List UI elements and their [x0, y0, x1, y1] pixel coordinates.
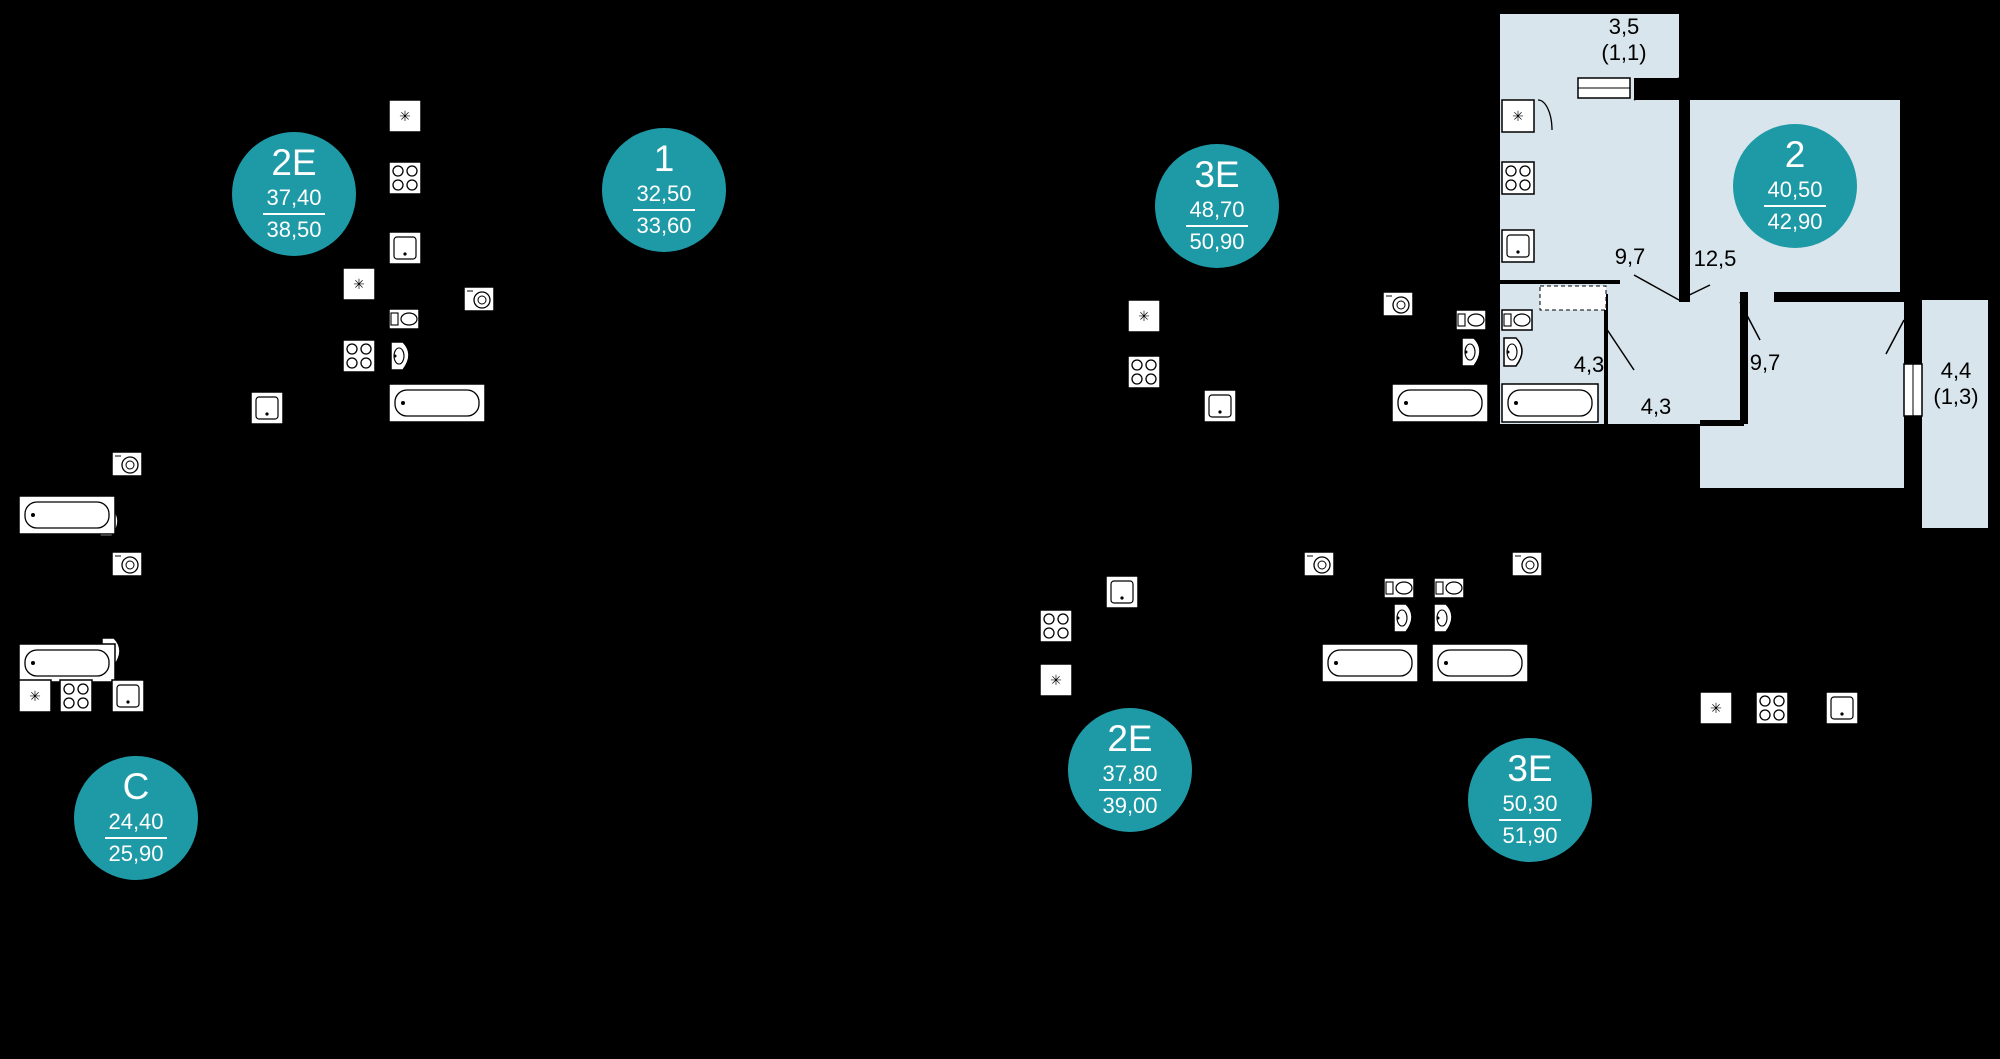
toilet-icon — [1383, 577, 1415, 599]
balcony-top-coef: (1,1) — [1601, 40, 1647, 66]
bathtub-icon — [388, 383, 486, 423]
kitchen-area-label: 9,7 — [1614, 244, 1646, 269]
stove-icon — [1501, 161, 1535, 195]
fridge-icon — [388, 99, 422, 133]
fridge-icon — [18, 679, 52, 713]
stove-icon — [59, 679, 93, 713]
living-area: 37,80 — [1102, 761, 1158, 786]
apartment-type: 2E — [1107, 718, 1153, 759]
washer-icon — [1511, 551, 1543, 577]
apartment-badge-2E-a[interactable]: 2E 37,40 38,50 — [232, 132, 356, 256]
apartment-badge-3E-a[interactable]: 3E 48,70 50,90 — [1155, 144, 1279, 268]
apartment-2-plan — [1500, 14, 1988, 528]
fridge-icon — [1501, 99, 1535, 133]
sink-icon — [1105, 575, 1139, 609]
toilet-icon — [1433, 577, 1465, 599]
area-separator — [263, 213, 325, 215]
stove-icon — [1039, 609, 1073, 643]
sink-icon — [250, 391, 284, 425]
apartment-type: C — [122, 766, 150, 807]
area-separator — [1099, 789, 1161, 791]
living-area: 50,30 — [1502, 791, 1558, 816]
total-area: 51,90 — [1502, 823, 1558, 848]
fridge-icon — [1127, 299, 1161, 333]
washbasin-icon — [1461, 337, 1481, 367]
total-area: 50,90 — [1189, 229, 1245, 254]
apartment-type: 2 — [1784, 134, 1806, 175]
total-area: 33,60 — [636, 213, 692, 238]
washer-icon — [463, 286, 495, 312]
washbasin-icon — [1503, 337, 1523, 367]
area-separator — [1764, 205, 1826, 207]
living-area: 40,50 — [1767, 177, 1823, 202]
apartment-badge-3E-b[interactable]: 3E 50,30 51,90 — [1468, 738, 1592, 862]
balcony-right-area: 4,4 — [1940, 358, 1972, 383]
corridor-area-label: 9,7 — [1749, 350, 1781, 375]
balcony-right-label: 4,4 (1,3) — [1926, 358, 1986, 411]
balcony-right — [1922, 300, 1988, 528]
apartment-badge-2E-b[interactable]: 2E 37,80 39,00 — [1068, 708, 1192, 832]
sink-icon — [1501, 229, 1535, 263]
total-area: 39,00 — [1102, 793, 1158, 818]
balcony-top — [1500, 14, 1679, 100]
area-separator — [105, 837, 167, 839]
living-area: 32,50 — [636, 181, 692, 206]
fridge-icon — [1699, 691, 1733, 725]
total-area: 42,90 — [1767, 209, 1823, 234]
toilet-icon — [1501, 309, 1533, 331]
sink-icon — [388, 231, 422, 265]
bathroom-area-label: 4,3 — [1573, 352, 1605, 377]
stove-icon — [1755, 691, 1789, 725]
stove-icon — [1127, 355, 1161, 389]
apartment-type: 2E — [271, 142, 317, 183]
area-separator — [1499, 819, 1561, 821]
sink-icon — [111, 679, 145, 713]
kitchen-area — [1500, 100, 1679, 300]
room-area-label: 12,5 — [1693, 246, 1737, 271]
toilet-icon — [388, 308, 420, 330]
toilet-icon — [1455, 309, 1487, 331]
washbasin-icon — [1393, 603, 1413, 633]
balcony-top-label: 3,5 (1,1) — [1584, 14, 1664, 67]
bathtub-icon — [1391, 383, 1489, 423]
apartment-type: 1 — [653, 138, 675, 179]
balcony-top-area: 3,5 — [1608, 14, 1640, 39]
washer-icon — [111, 551, 143, 577]
sink-icon — [1825, 691, 1859, 725]
fridge-icon — [342, 267, 376, 301]
bathtub-icon — [1321, 643, 1419, 683]
apartment-badge-C[interactable]: C 24,40 25,90 — [74, 756, 198, 880]
bathtub-icon — [18, 495, 116, 535]
area-separator — [1186, 225, 1248, 227]
living-area: 37,40 — [266, 185, 322, 210]
living-area: 48,70 — [1189, 197, 1245, 222]
washbasin-icon — [390, 341, 410, 371]
fridge-icon — [1039, 663, 1073, 697]
sink-icon — [1203, 389, 1237, 423]
total-area: 38,50 — [266, 217, 322, 242]
washbasin-icon — [1433, 603, 1453, 633]
total-area: 25,90 — [108, 841, 164, 866]
washer-icon — [111, 451, 143, 477]
washer-icon — [1303, 551, 1335, 577]
bathtub-icon — [1431, 643, 1529, 683]
balcony-right-coef: (1,3) — [1933, 384, 1979, 410]
stove-icon — [388, 161, 422, 195]
apartment-badge-1[interactable]: 1 32,50 33,60 — [602, 128, 726, 252]
hall-area-label: 4,3 — [1640, 394, 1672, 419]
washer-icon — [1382, 291, 1414, 317]
area-separator — [633, 209, 695, 211]
stove-icon — [342, 339, 376, 373]
apartment-type: 3E — [1507, 748, 1553, 789]
bathtub-icon — [1501, 383, 1599, 423]
apartment-badge-2[interactable]: 2 40,50 42,90 — [1733, 124, 1857, 248]
bathtub-icon — [18, 643, 116, 683]
apartment-type: 3E — [1194, 154, 1240, 195]
living-area: 24,40 — [108, 809, 164, 834]
corridor-area — [1700, 300, 1904, 488]
